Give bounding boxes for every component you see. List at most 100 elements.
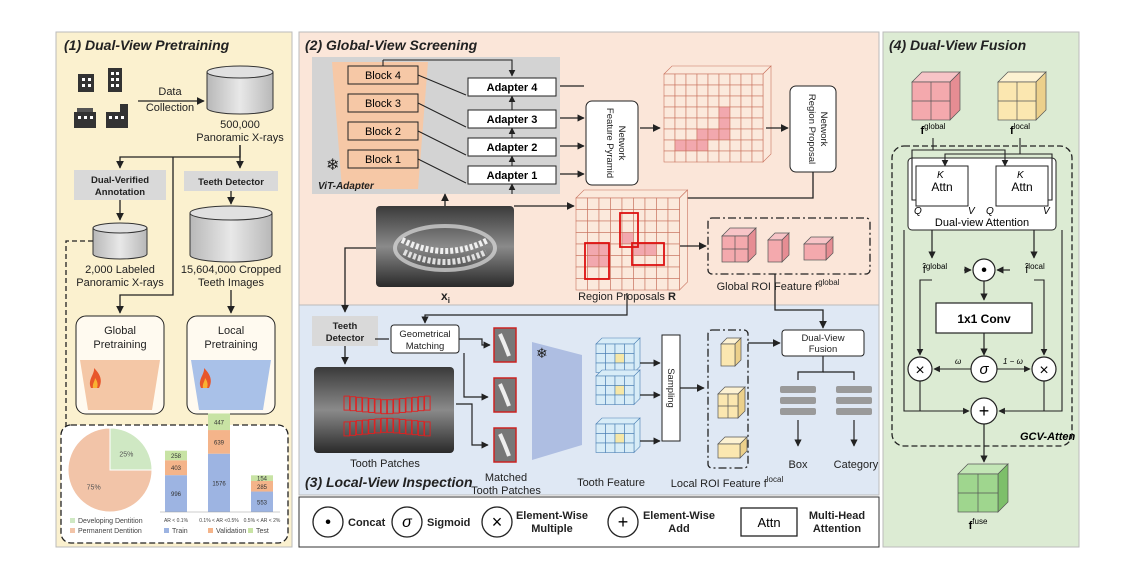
bar-category-1: AR < 0.1%: [164, 518, 189, 524]
tooth-feature-3-cell: [595, 442, 606, 453]
fmap-cell: [740, 84, 753, 97]
fmap-cell: [718, 117, 731, 130]
proposal-cell: [644, 243, 657, 256]
fmap-cell: [707, 117, 720, 130]
legend-add-symbol: +: [618, 512, 629, 532]
bar-value-test-3: 154: [257, 477, 268, 483]
proposal-cell: [633, 220, 646, 233]
proposal-cell: [598, 209, 611, 222]
flocal-to-left-attn: [941, 138, 1021, 167]
fmap-cell: [696, 139, 709, 152]
global-roi-cube-3-front: [803, 243, 827, 261]
panel1-title: (1) Dual-View Pretraining: [64, 37, 230, 53]
fmap-cell: [685, 73, 698, 86]
tooth-patch-box: [343, 395, 350, 411]
bar-category-2: 0.1% < AR <0.5%: [199, 518, 239, 524]
fpn-label-2: Network: [616, 126, 627, 161]
proposal-cell: [587, 243, 600, 256]
dual-verified-label-1: Dual-Verified: [91, 175, 149, 186]
bar-value-train-2: 1576: [212, 481, 226, 487]
fmap-cell: [718, 73, 731, 86]
matched-tooth-shape-2: [498, 383, 511, 407]
fmap-cell: [674, 95, 687, 108]
pie-label-2: 75%: [87, 484, 101, 491]
multiply-right-symbol: ×: [1039, 362, 1048, 379]
fmap-cell: [696, 117, 709, 130]
v-left: V: [968, 206, 976, 217]
teeth-detector-label-2: Detector: [326, 333, 365, 344]
local-pretraining-label-1: Local: [218, 325, 244, 337]
fmap-cell: [751, 128, 764, 141]
fmap-cell: [685, 95, 698, 108]
proposal-cell: [667, 209, 680, 222]
fglobal-q: [911, 149, 933, 201]
teeth-detector-box-p1: [184, 171, 278, 191]
tooth-patch-box: [355, 420, 363, 436]
tooth-patches-label: Tooth Patches: [350, 458, 420, 470]
fmap-cell: [740, 150, 753, 163]
tooth-feature-2-cell: [595, 385, 606, 396]
tooth-patch-box: [393, 418, 400, 434]
tooth-feature-3-cell: [605, 433, 616, 444]
symbol-legend: • Concat σ Sigmoid × Element-Wise Multip…: [312, 506, 865, 538]
vit-adapter-label: ViT-Adapter: [318, 181, 375, 192]
local-pretraining-label-2: Pretraining: [204, 339, 257, 351]
tooth-feature-2-cell: [614, 375, 625, 386]
legend-concat-icon: [312, 506, 344, 538]
block-to-adapter-line-4: [417, 74, 467, 96]
proposals-to-matching-arrow: [421, 293, 628, 324]
fmap-cell: [685, 139, 698, 152]
feature-map-grid: [663, 65, 772, 163]
tooth-feature-3-cell: [624, 423, 635, 434]
tooth-feature-2-cell: [614, 394, 625, 405]
fmap-top-face: [663, 65, 772, 75]
proposal-cell: [575, 209, 588, 222]
xray-to-teeth-detector-arrow: [341, 247, 376, 313]
bar-value-validation-2: 639: [214, 440, 225, 446]
bar-value-test-1: 258: [171, 454, 182, 460]
fmap-cell: [729, 150, 742, 163]
fmap-cell: [685, 117, 698, 130]
global-pretraining-label-1: Global: [104, 325, 136, 337]
adapter-label-4: Adapter 4: [487, 82, 539, 94]
attn-block-right: [995, 165, 1049, 207]
fmap-cell: [663, 128, 676, 141]
panel2-title: (2) Global-View Screening: [305, 37, 478, 53]
fmap-cell: [663, 117, 676, 130]
geometrical-matching-label-1: Geometrical: [399, 329, 450, 340]
fusion-to-box-head: [797, 356, 824, 380]
fmap-cell: [696, 95, 709, 108]
teeth-detector-label-1: Teeth: [333, 321, 358, 332]
tooth-feature-3-cell: [614, 433, 625, 444]
block-to-adapter-line-2: [417, 130, 467, 156]
fhat-global-to-mul: [916, 279, 932, 356]
tooth-feature-2-cell: [595, 375, 606, 386]
dataset-500k-count: 500,000: [220, 119, 260, 131]
bar-legend-swatch-test: [248, 528, 253, 533]
conv-1x1-box: [935, 302, 1033, 334]
legend-developing: Developing Dentition: [78, 518, 143, 525]
xi-label: xi: [441, 289, 450, 305]
tooth-feature-1-cell: [624, 353, 635, 364]
tooth-patch-box: [368, 398, 375, 413]
tooth-feature-3-cell: [624, 433, 635, 444]
adapter-label-1: Adapter 1: [487, 170, 538, 182]
block-to-adapter-line-3: [417, 102, 467, 128]
fmap-cell: [740, 139, 753, 152]
proposal-cell: [621, 197, 634, 210]
tooth-feature-3-cell: [614, 442, 625, 453]
tooth-feature-1-cell: [595, 343, 606, 354]
bar-validation-1: [165, 460, 187, 476]
legend-multiply-label-2: Multiple: [531, 523, 573, 535]
fpn-label-1: Feature Pyramid: [604, 108, 615, 178]
matched-tooth-shape-1: [498, 333, 511, 357]
proposal-cell: [667, 232, 680, 245]
tooth-feature-grids: [595, 337, 641, 454]
proposal-cell: [587, 209, 600, 222]
fusion-input-cubes: [911, 71, 1047, 121]
add-node-symbol: +: [979, 401, 990, 421]
tooth-feature-1-cell: [624, 343, 635, 354]
panoramic-database-icon: [206, 65, 274, 115]
tooth-feature-1-cell: [614, 343, 625, 354]
tooth-feature-1-cell: [595, 353, 606, 364]
